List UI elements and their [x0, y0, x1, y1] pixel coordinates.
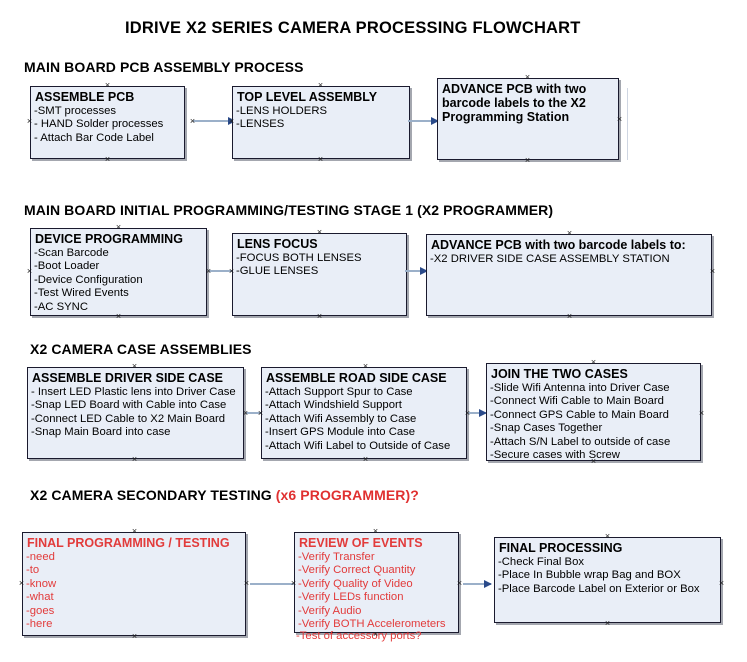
list-item: -Attach S/N Label to outside of case: [490, 435, 671, 448]
list-item: -Verify Correct Quantity: [298, 564, 416, 577]
node-final-programming-testing[interactable]: FINAL PROGRAMMING / TESTING -need -to -k…: [22, 532, 246, 636]
list-item: -Connect Wifi Cable to Main Board: [490, 395, 664, 408]
section-heading-main-board-pcb-assembly: MAIN BOARD PCB ASSEMBLY PROCESS: [24, 59, 304, 75]
node-item-list: -need -to -know -what -goes -here: [23, 551, 245, 631]
list-item: -what: [26, 591, 54, 604]
list-item: -Check Final Box: [498, 556, 585, 568]
node-overflow-item: -Test of accessory ports?: [296, 630, 422, 642]
list-item: -Verify Audio: [298, 604, 362, 617]
list-item: -GLUE LENSES: [236, 265, 319, 278]
list-item: -Scan Barcode: [34, 247, 109, 259]
section-heading-annotation: (x6 PROGRAMMER)?: [275, 487, 419, 503]
connector-arrow: [463, 580, 492, 588]
node-title: JOIN THE TWO CASES: [491, 367, 628, 381]
node-advance-pcb-x2-programming-station[interactable]: ADVANCE PCB with two barcode labels to t…: [437, 78, 619, 160]
node-device-programming[interactable]: DEVICE PROGRAMMING -Scan Barcode -Boot L…: [30, 228, 207, 316]
list-item: -need: [26, 551, 55, 563]
node-item-list: -FOCUS BOTH LENSES -GLUE LENSES: [233, 252, 406, 279]
node-item-list: -Scan Barcode -Boot Loader -Device Confi…: [31, 247, 206, 314]
node-title: ASSEMBLE DRIVER SIDE CASE: [32, 371, 224, 385]
list-item: -Connect LED Cable to X2 Main Board: [31, 412, 226, 425]
node-join-the-two-cases[interactable]: JOIN THE TWO CASES -Slide Wifi Antenna i…: [486, 363, 701, 461]
node-title: DEVICE PROGRAMMING: [35, 232, 183, 246]
list-item: - HAND Solder processes: [34, 118, 164, 131]
node-title: FINAL PROCESSING: [499, 541, 623, 555]
list-item: -SMT processes: [34, 105, 117, 117]
list-item: - Insert LED Plastic lens into Driver Ca…: [31, 386, 236, 398]
list-item: -X2 DRIVER SIDE CASE ASSEMBLY STATION: [430, 253, 670, 265]
node-title: TOP LEVEL ASSEMBLY: [237, 90, 378, 104]
connector-arrow: [468, 409, 487, 417]
node-item-list: -LENS HOLDERS -LENSES: [233, 105, 409, 132]
list-item: - Attach Bar Code Label: [34, 131, 154, 144]
list-item: -LENS HOLDERS: [236, 105, 328, 117]
list-item: -Device Configuration: [34, 273, 143, 286]
node-item-list: - Insert LED Plastic lens into Driver Ca…: [28, 386, 243, 440]
list-item: -Attach Support Spur to Case: [265, 386, 413, 398]
list-item: -Snap Main Board into case: [31, 426, 171, 439]
node-title: ADVANCE PCB with two barcode labels to:: [431, 238, 686, 252]
list-item: -Snap Cases Together: [490, 422, 603, 435]
node-advance-pcb-driver-side-case[interactable]: ADVANCE PCB with two barcode labels to: …: [426, 234, 712, 316]
connector-arrow: [193, 117, 236, 125]
section-heading-x2-camera-case-assemblies: X2 CAMERA CASE ASSEMBLIES: [30, 341, 252, 357]
list-item: -FOCUS BOTH LENSES: [236, 252, 362, 264]
list-item: -Place In Bubble wrap Bag and BOX: [498, 569, 681, 582]
list-item: -Attach Windshield Support: [265, 399, 402, 412]
list-item: -Secure cases with Screw: [490, 449, 620, 462]
list-item: -AC SYNC: [34, 300, 88, 313]
node-item-list: -Verify Transfer -Verify Correct Quantit…: [295, 551, 458, 631]
node-item-list: -Slide Wifi Antenna into Driver Case -Co…: [487, 382, 700, 462]
list-item: -Verify Transfer: [298, 551, 375, 563]
list-item: -Snap LED Board with Cable into Case: [31, 399, 227, 412]
list-item: -Verify BOTH Accelerometers: [298, 618, 446, 631]
node-title: ASSEMBLE ROAD SIDE CASE: [266, 371, 447, 385]
list-item: -Insert GPS Module into Case: [265, 426, 416, 439]
list-item: -know: [26, 577, 57, 590]
section-heading-main-board-initial-programming: MAIN BOARD INITIAL PROGRAMMING/TESTING S…: [24, 202, 554, 218]
list-item: -Boot Loader: [34, 260, 100, 273]
connector-arrow: [408, 117, 439, 125]
node-item-list: -SMT processes - HAND Solder processes -…: [31, 105, 184, 145]
list-item: -Test Wired Events: [34, 287, 129, 300]
connector-arrow: [405, 267, 428, 275]
section-heading-x2-camera-secondary-testing: X2 CAMERA SECONDARY TESTING (x6 PROGRAMM…: [30, 487, 419, 503]
node-item-list: -Attach Support Spur to Case -Attach Win…: [262, 386, 466, 453]
list-item: -Attach Wifi Label to Outside of Case: [265, 439, 451, 452]
section-heading-text: X2 CAMERA SECONDARY TESTING: [30, 487, 276, 503]
list-item: -Verify Quality of Video: [298, 577, 413, 590]
node-assemble-road-side-case[interactable]: ASSEMBLE ROAD SIDE CASE -Attach Support …: [261, 367, 467, 459]
node-lens-focus[interactable]: LENS FOCUS -FOCUS BOTH LENSES -GLUE LENS…: [232, 233, 407, 316]
node-item-list: -X2 DRIVER SIDE CASE ASSEMBLY STATION: [427, 253, 711, 266]
node-final-processing[interactable]: FINAL PROCESSING -Check Final Box -Place…: [494, 537, 721, 623]
node-top-level-assembly[interactable]: TOP LEVEL ASSEMBLY -LENS HOLDERS -LENSES: [232, 86, 410, 159]
node-assemble-pcb[interactable]: ASSEMBLE PCB -SMT processes - HAND Solde…: [30, 86, 185, 159]
list-item: -Verify LEDs function: [298, 591, 404, 604]
page-title: IDRIVE X2 SERIES CAMERA PROCESSING FLOWC…: [125, 19, 581, 37]
list-item: -Connect GPS Cable to Main Board: [490, 408, 669, 421]
list-item: -Slide Wifi Antenna into Driver Case: [490, 382, 670, 394]
list-item: -goes: [26, 604, 55, 617]
list-item: -Place Barcode Label on Exterior or Box: [498, 582, 700, 595]
node-assemble-driver-side-case[interactable]: ASSEMBLE DRIVER SIDE CASE - Insert LED P…: [27, 367, 244, 459]
connector-line: [250, 583, 295, 585]
node-title: REVIEW OF EVENTS: [299, 536, 423, 550]
node-title: FINAL PROGRAMMING / TESTING: [27, 536, 230, 550]
node-review-of-events[interactable]: REVIEW OF EVENTS -Verify Transfer -Verif…: [294, 532, 459, 633]
list-item: -Attach Wifi Assembly to Case: [265, 412, 417, 425]
node-item-list: -Check Final Box -Place In Bubble wrap B…: [495, 556, 720, 596]
list-item: -LENSES: [236, 118, 285, 131]
list-item: -here: [26, 618, 53, 631]
list-item: -to: [26, 564, 40, 577]
node-title: ASSEMBLE PCB: [35, 90, 135, 104]
node-title: LENS FOCUS: [237, 237, 318, 251]
node-title: ADVANCE PCB with two barcode labels to t…: [442, 82, 587, 124]
guide-line: [627, 88, 628, 160]
